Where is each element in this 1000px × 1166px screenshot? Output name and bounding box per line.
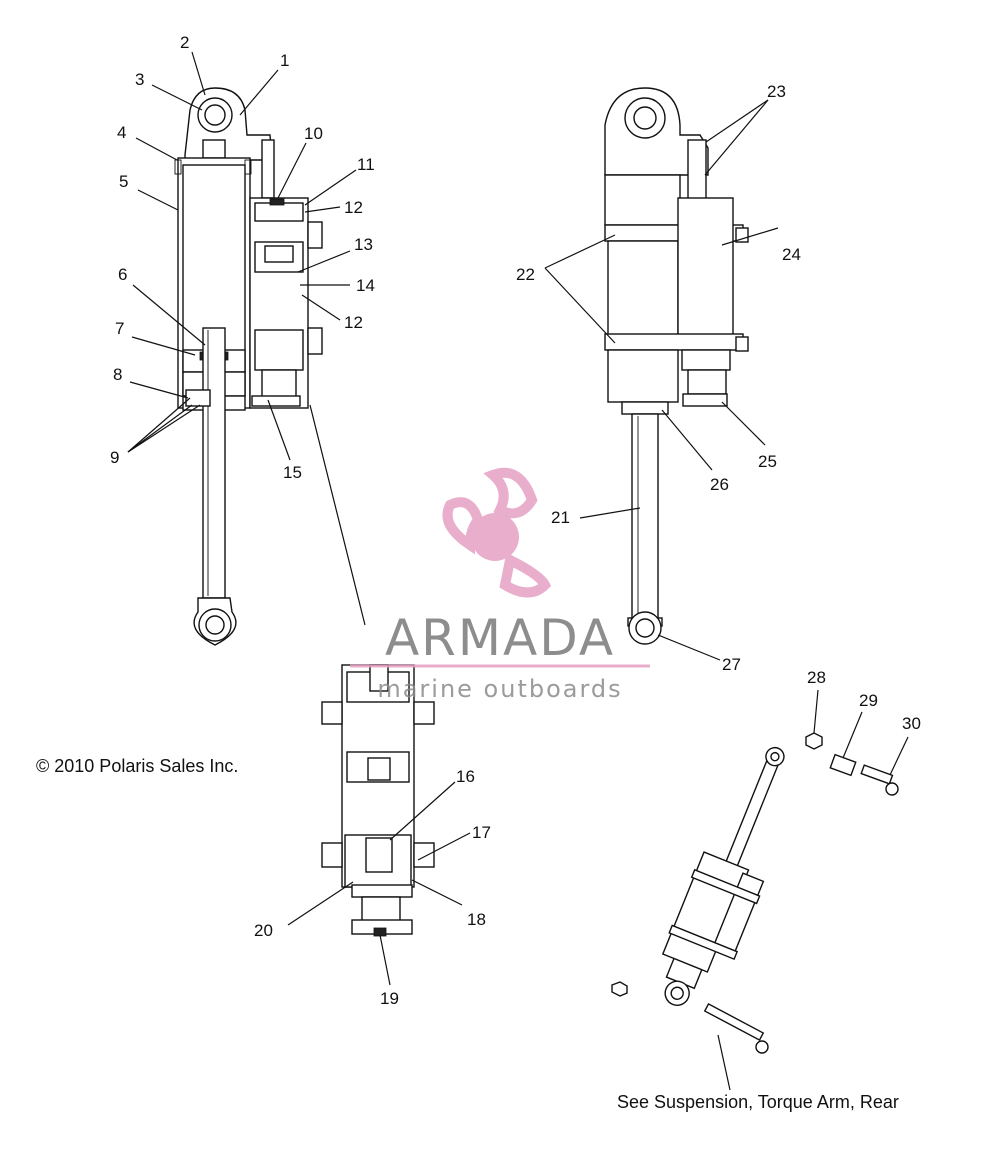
callout-16: 16 [456, 767, 475, 786]
callout-27: 27 [722, 655, 741, 674]
see-suspension-note: See Suspension, Torque Arm, Rear [617, 1092, 899, 1112]
callout-6: 6 [118, 265, 127, 284]
leader-lines [127, 51, 909, 1091]
shock-exterior-assembly [604, 87, 749, 645]
callout-11: 11 [357, 155, 375, 174]
callout-26: 26 [710, 475, 729, 494]
callout-19: 19 [380, 989, 399, 1008]
hardware-parts [611, 732, 899, 1054]
callout-7: 7 [115, 319, 124, 338]
shock-installed-view [661, 746, 785, 1006]
callout-21: 21 [551, 508, 570, 527]
callout-9: 9 [110, 448, 119, 467]
reservoir-cutaway [321, 664, 435, 937]
callout-30: 30 [902, 714, 921, 733]
watermark-brand: ARMADA [385, 609, 615, 667]
callout-20: 20 [254, 921, 273, 940]
copyright-text: © 2010 Polaris Sales Inc. [36, 756, 238, 776]
callout-25: 25 [758, 452, 777, 471]
shock-cutaway-assembly [174, 87, 323, 646]
armada-watermark: ARMADA marine outboards [350, 467, 650, 703]
callout-labels: 1 2 3 4 5 6 7 8 9 10 11 12 13 14 12 15 1… [110, 33, 921, 1008]
callout-29: 29 [859, 691, 878, 710]
callout-10: 10 [304, 124, 323, 143]
watermark-tagline: marine outboards [377, 675, 622, 703]
callout-14: 14 [356, 276, 375, 295]
callout-15: 15 [283, 463, 302, 482]
callout-22: 22 [516, 265, 535, 284]
callout-13: 13 [354, 235, 373, 254]
callout-5: 5 [119, 172, 128, 191]
callout-3: 3 [135, 70, 144, 89]
callout-24: 24 [782, 245, 801, 264]
callout-4: 4 [117, 123, 126, 142]
callout-12a: 12 [344, 198, 363, 217]
callout-8: 8 [113, 365, 122, 384]
callout-1: 1 [280, 51, 289, 70]
callout-18: 18 [467, 910, 486, 929]
callout-23: 23 [767, 82, 786, 101]
callout-28: 28 [807, 668, 826, 687]
callout-17: 17 [472, 823, 491, 842]
callout-12b: 12 [344, 313, 363, 332]
propeller-logo-icon [442, 467, 552, 598]
callout-2: 2 [180, 33, 189, 52]
